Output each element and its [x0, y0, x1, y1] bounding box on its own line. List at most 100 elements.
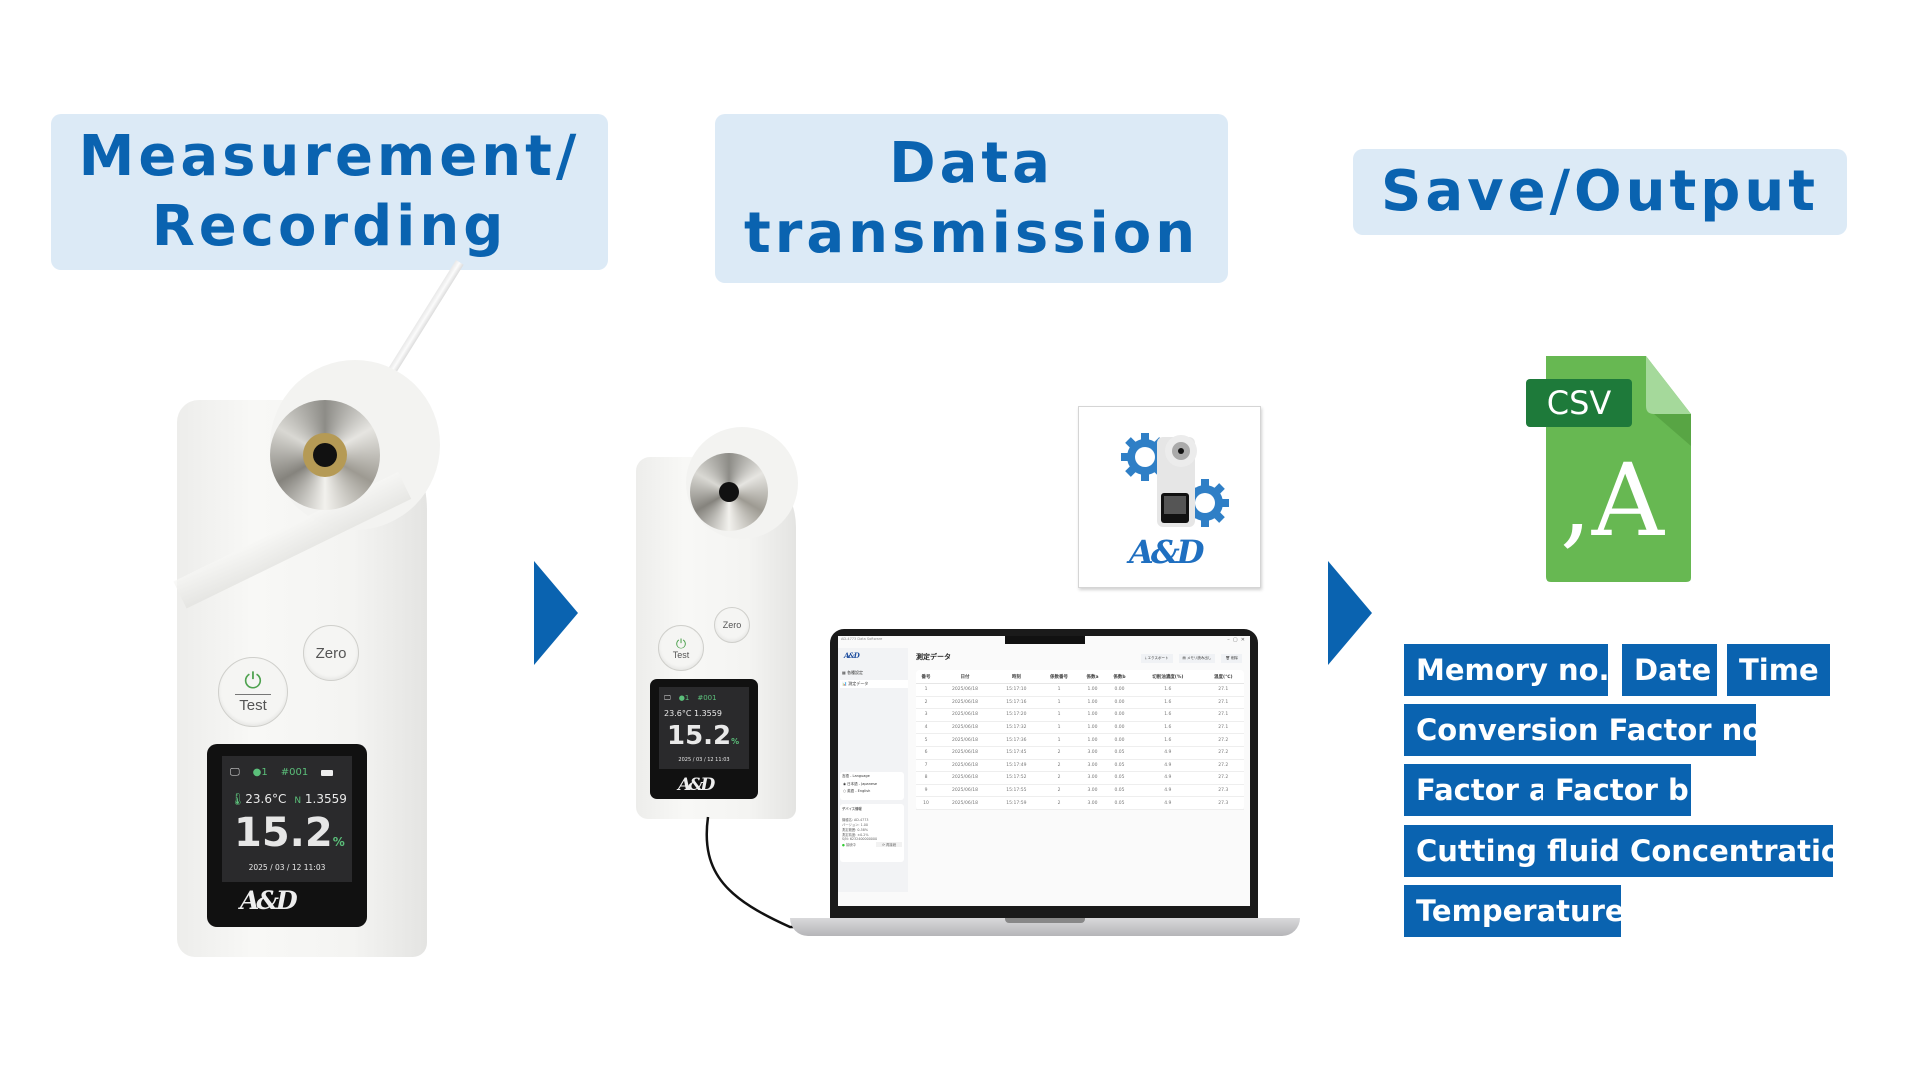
zero-button[interactable]: Zero [714, 607, 750, 643]
table-cell: 27.2 [1202, 759, 1244, 773]
refractive-index-readout: N 1.3559 [294, 792, 347, 806]
table-cell: 2 [1038, 746, 1080, 760]
zero-label: Zero [315, 644, 347, 662]
sidebar-item-data[interactable]: 📊 測定データ [840, 680, 908, 688]
table-cell: 15:17:55 [993, 784, 1039, 798]
sidebar-item-settings[interactable]: ▦ 各種設定 [842, 670, 864, 675]
pc-link-icon: 🖵 [664, 694, 671, 702]
table-cell: 9 [916, 784, 937, 798]
stage-title-line2: transmission [743, 200, 1200, 266]
device-info-panel: デバイス情報 機種名: AD-4773 バージョン: 1.00 測定範囲: 0-… [840, 804, 904, 862]
display-datetime: 2025 / 03 / 12 11:03 [678, 757, 730, 763]
and-logo: A&D [1129, 533, 1204, 571]
table-cell: 15:17:36 [993, 733, 1039, 747]
table-cell: 15:17:16 [993, 696, 1039, 710]
table-cell: 3.00 [1079, 796, 1106, 810]
table-cell: 7 [916, 759, 937, 773]
table-cell: 2 [1038, 759, 1080, 773]
test-power-button[interactable]: ⏻ Test [218, 657, 288, 727]
table-cell: 0.00 [1105, 683, 1134, 697]
table-cell: 27.1 [1202, 683, 1244, 697]
software-app-icon[interactable]: A&D [1078, 406, 1261, 588]
table-cell: 2025/06/18 [936, 746, 994, 760]
table-cell: 27.2 [1202, 771, 1244, 785]
display-status-row: 🖵 ●1 #001 [664, 694, 717, 703]
table-cell: 27.2 [1202, 746, 1244, 760]
table-cell: 2025/06/18 [936, 771, 994, 785]
table-cell: 6 [916, 746, 937, 760]
memory-read-button[interactable]: ▤ メモリ読み出し [1178, 654, 1216, 663]
table-cell: 1 [1038, 733, 1080, 747]
table-cell: 2025/06/18 [936, 683, 994, 697]
language-option-japanese[interactable]: ◉ 日本語 - Japanese [843, 782, 878, 786]
table-header-cell: 温度(℃) [1202, 670, 1244, 684]
table-cell: 1 [1038, 721, 1080, 735]
table-cell: 1.6 [1133, 721, 1203, 735]
table-cell: 0.00 [1105, 696, 1134, 710]
flow-arrow-icon [1328, 561, 1372, 665]
stage-title-line1: Data [889, 130, 1054, 196]
concentration-reading: 15.2% [234, 810, 345, 856]
device-display: 🖵 ●1 #001 🌡23.6°C N 1.3559 15.2% 2025 / … [222, 756, 352, 882]
and-logo: A&D [678, 775, 715, 795]
table-cell: 2025/06/18 [936, 696, 994, 710]
table-cell: 4.9 [1133, 796, 1203, 810]
table-cell: 2025/06/18 [936, 784, 994, 798]
usb-cable [705, 816, 840, 929]
table-cell: 3.00 [1079, 771, 1106, 785]
table-cell: 1.00 [1079, 733, 1106, 747]
table-cell: 3.00 [1079, 746, 1106, 760]
display-info-row: 🌡23.6°C N 1.3559 [230, 792, 347, 806]
table-cell: 1.6 [1133, 683, 1203, 697]
display-datetime: 2025 / 03 / 12 11:03 [248, 863, 326, 872]
export-button[interactable]: ⤓ エクスポート [1140, 654, 1173, 663]
device-info-line: 機種名: AD-4773 [842, 818, 869, 822]
table-cell: 27.3 [1202, 796, 1244, 810]
temperature-readout: 23.6°C [664, 709, 692, 718]
zero-button[interactable]: Zero [303, 625, 359, 681]
stage-title-line1: Save/Output [1380, 159, 1820, 224]
table-cell: 0.05 [1105, 759, 1134, 773]
table-cell: 15:17:32 [993, 721, 1039, 735]
table-cell: 1 [1038, 683, 1080, 697]
camera-notch [1005, 636, 1085, 644]
table-cell: 1.6 [1133, 708, 1203, 722]
table-cell: 27.1 [1202, 696, 1244, 710]
table-header-cell: 番号 [916, 670, 937, 684]
divider [235, 694, 271, 695]
table-cell: 1.00 [1079, 708, 1106, 722]
thermometer-icon: 🌡 [230, 792, 246, 806]
table-cell: 0.05 [1105, 746, 1134, 760]
table-cell: 15:17:59 [993, 796, 1039, 810]
csv-field-tag: Conversion Factor no. [1404, 704, 1773, 756]
test-power-button[interactable]: ⏻ Test [658, 625, 704, 671]
table-cell: 1 [1038, 696, 1080, 710]
table-cell: 8 [916, 771, 937, 785]
language-title: 言語 - Language [842, 774, 870, 778]
table-header-cell: 係数a [1079, 670, 1106, 684]
table-cell: 0.05 [1105, 771, 1134, 785]
table-cell: 4 [916, 721, 937, 735]
test-label: Test [239, 697, 267, 714]
language-option-english[interactable]: ○ 英語 - English [843, 789, 871, 793]
power-icon: ⏻ [675, 635, 687, 651]
refractive-index-readout: 1.3559 [693, 709, 722, 718]
test-label: Test [672, 649, 690, 660]
reconnect-button[interactable]: ⟳ 再接続 [876, 842, 902, 847]
csv-field-tag: Factor b [1543, 764, 1691, 816]
table-cell: 0.00 [1105, 708, 1134, 722]
refractometer-small: ⏻ Test Zero 🖵 ●1 #001 23.6°C 1.3559 15.2… [634, 427, 804, 822]
window-controls[interactable]: – ▢ ✕ [1227, 637, 1245, 643]
delete-button[interactable]: 🗑 削除 [1221, 654, 1242, 663]
